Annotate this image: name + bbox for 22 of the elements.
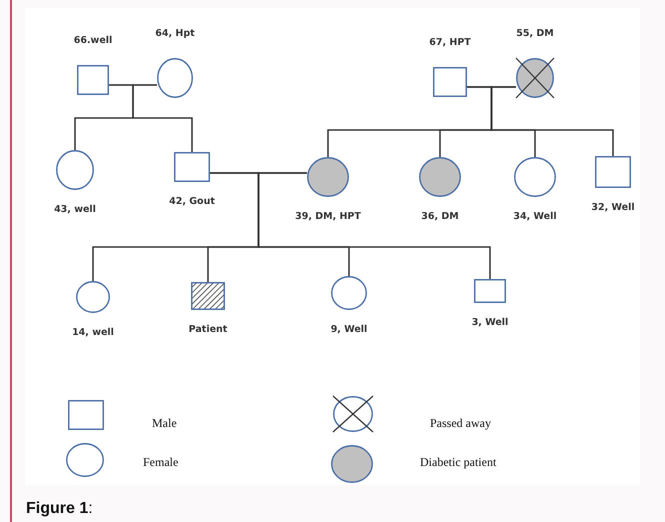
member-label: 42, Gout (169, 196, 215, 208)
member-label: 32, Well (591, 202, 635, 214)
member-label: 34, Well (513, 211, 557, 223)
legend-label: Passed away (430, 416, 491, 431)
member-label: 66.well (74, 35, 112, 47)
member-label: 43, well (54, 204, 96, 216)
member-label: Patient (188, 324, 228, 336)
legend-label: Female (143, 455, 178, 470)
member-label: 55, DM (516, 28, 554, 40)
descent-line (490, 86, 614, 156)
member-label: 14, well (72, 327, 114, 339)
legend-label: Diabetic patient (420, 455, 496, 470)
figure-caption: Figure 1: (26, 500, 93, 518)
member-label: 39, DM, HPT (295, 211, 361, 223)
descent-line (258, 172, 491, 279)
member-label: 67, HPT (429, 37, 471, 49)
descent-line (132, 84, 193, 152)
member-label: 3, Well (472, 317, 508, 329)
member-label: 36, DM (421, 211, 459, 223)
legend-label: Male (152, 416, 177, 431)
member-label: 64, Hpt (155, 28, 195, 40)
member-label: 9, Well (330, 324, 368, 336)
